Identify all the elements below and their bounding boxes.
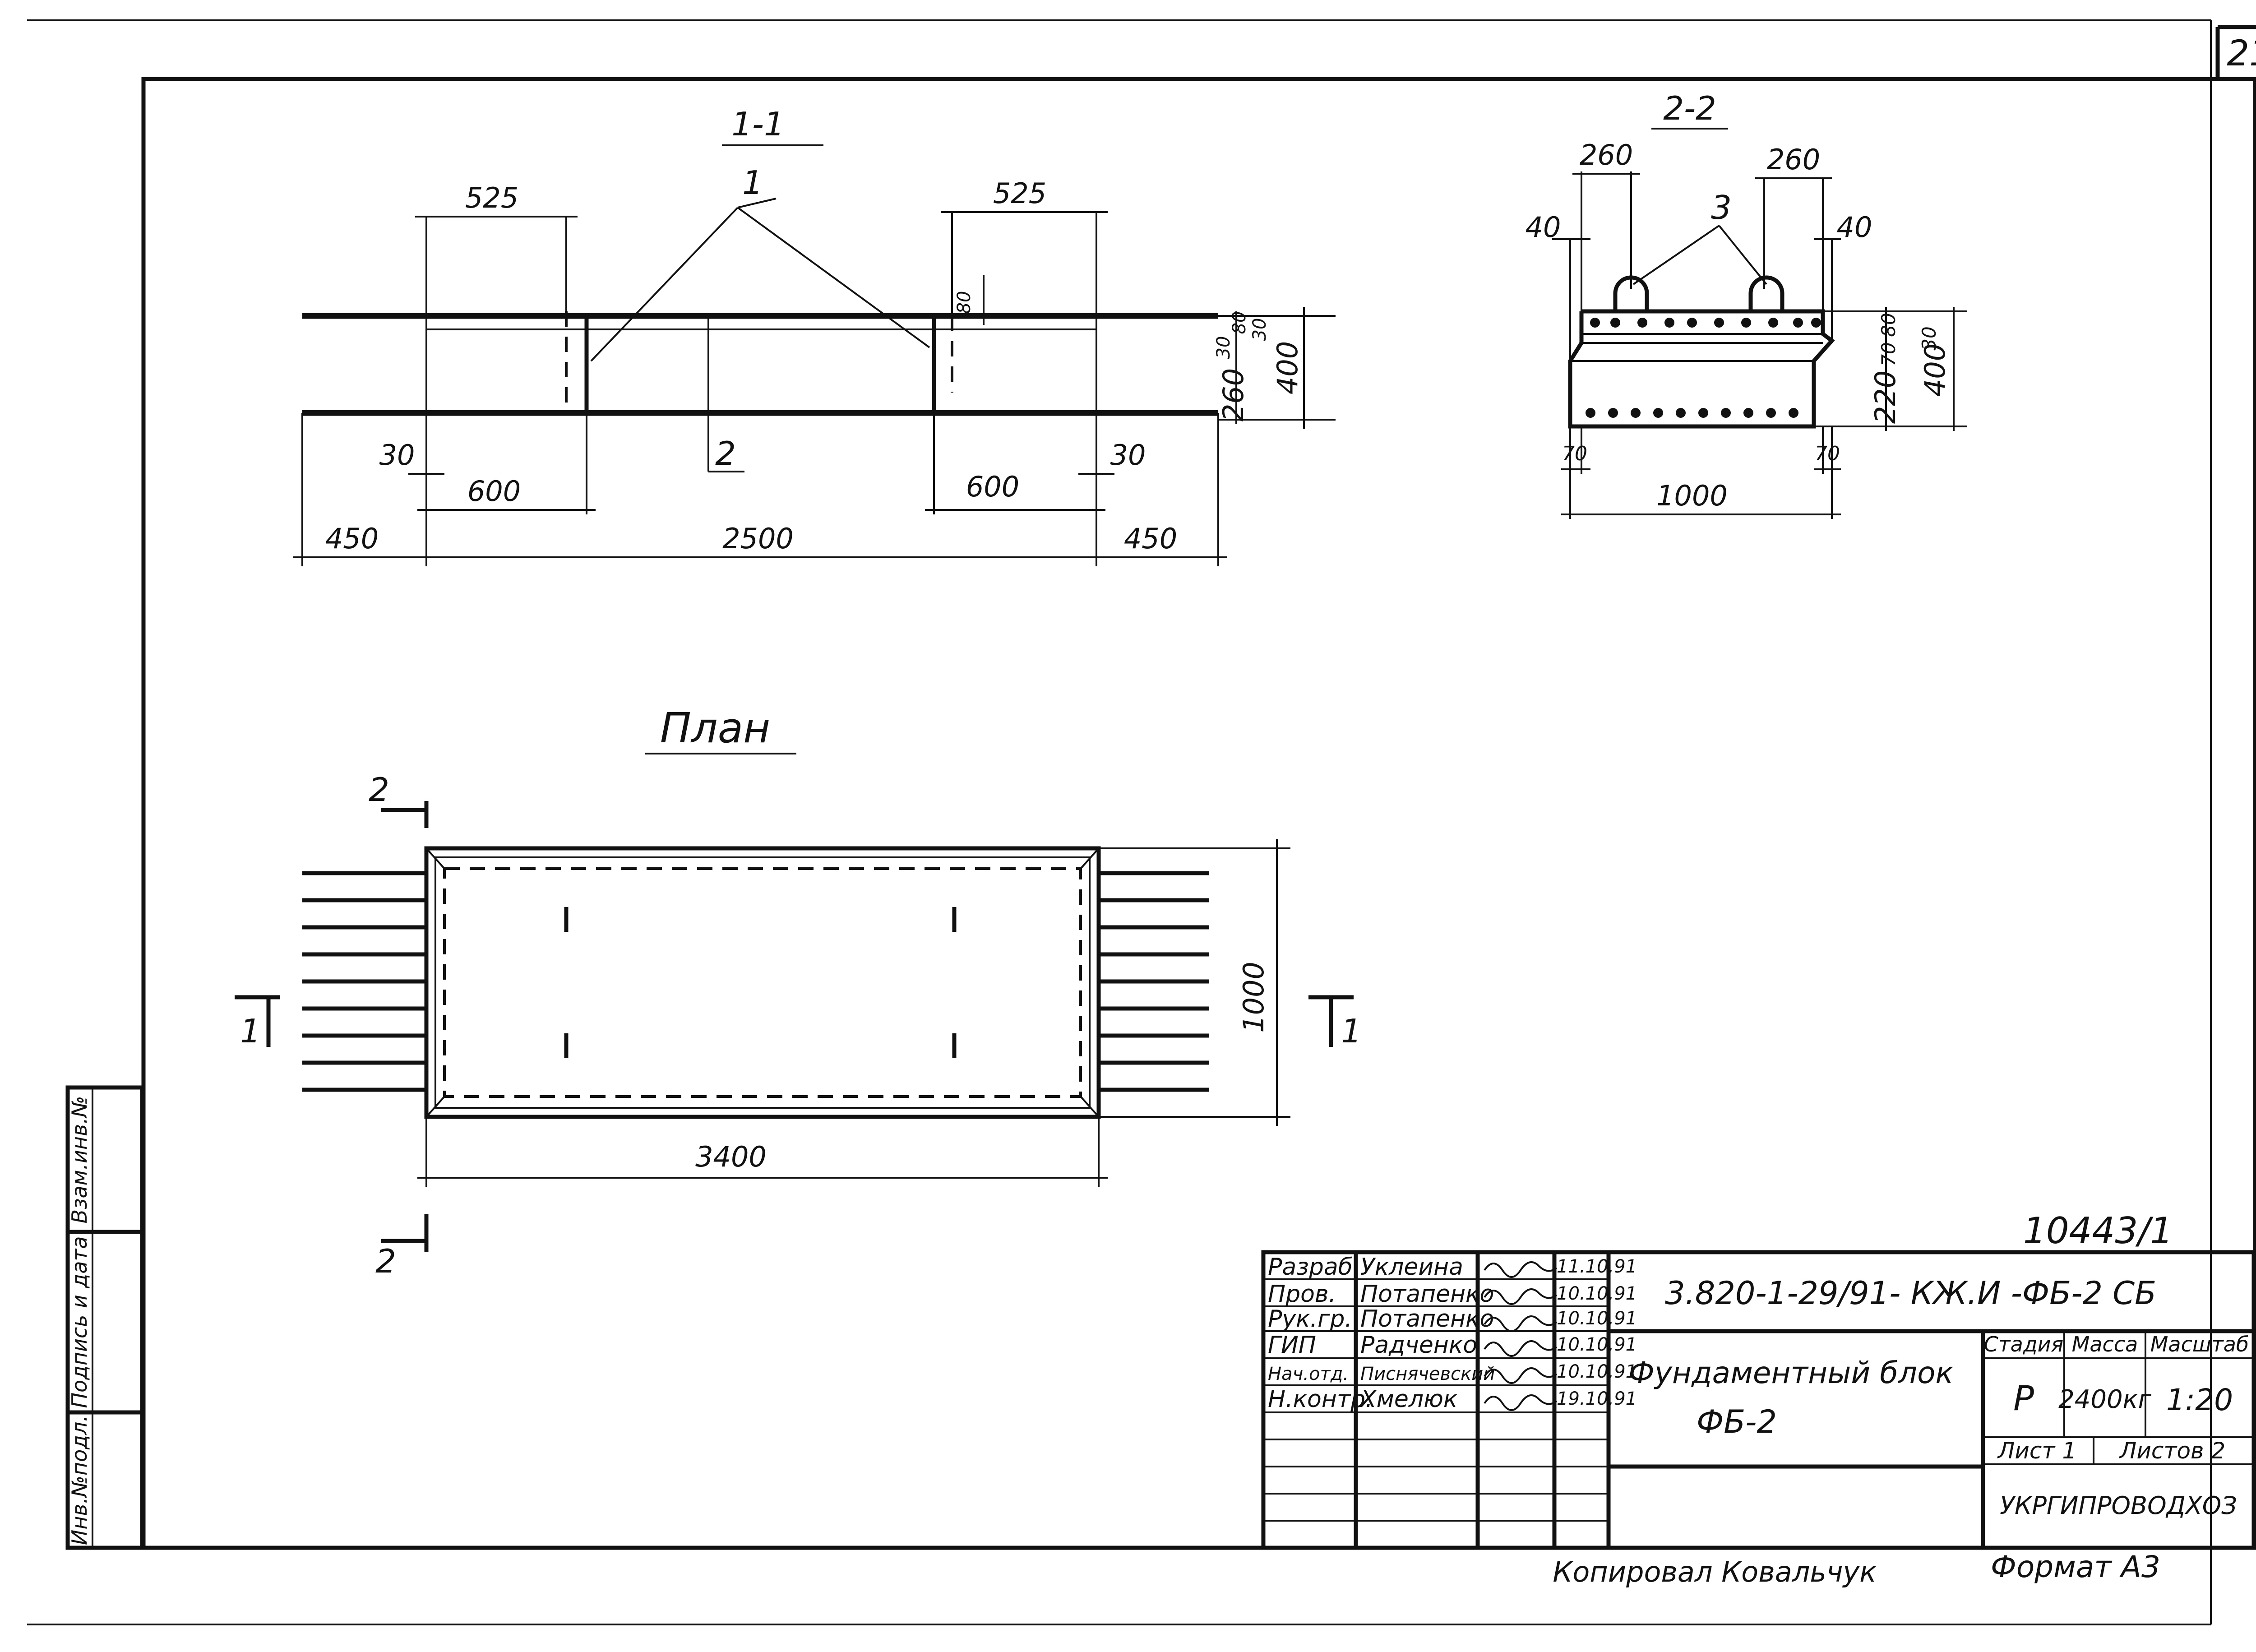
rebar-ends-left [302,871,426,1092]
dim-30-small: 30 [1249,318,1270,341]
plan-title: План [660,704,771,752]
row-role: Пров. [1268,1281,1336,1308]
scale-label: Масштаб [2150,1332,2249,1356]
section-2-title: 2-2 [1663,89,1716,127]
section-1-title: 1-1 [731,105,785,143]
dim-450-left: 450 [325,522,379,555]
dim-525-right: 525 [993,177,1046,210]
cut-1-right: 1 [1341,1012,1362,1050]
dim-400: 400 [1271,341,1304,394]
row-date: 11.10.91 [1557,1256,1637,1277]
row-role: Нач.отд. [1268,1364,1349,1384]
dim-30-right: 30 [1110,439,1146,472]
row-name: Потапенко [1360,1305,1494,1333]
title-block: 10443/1 [1261,1210,2256,1550]
row-date: 10.10.91 [1557,1334,1637,1355]
section-1-1: 1-1 1 2 525 525 30 30 [293,105,1336,566]
sheet-frame [27,19,2256,1625]
stamp-sign-label: Подпись и дата [67,1236,92,1408]
dim-40-left: 40 [1526,211,1561,244]
dim-30-left: 30 [379,439,415,472]
rebar-ends-right [1099,871,1209,1092]
dim-220: 220 [1869,370,1902,424]
row-date: 10.10.91 [1557,1283,1637,1304]
rebar-bottom [1586,408,1798,418]
dim-600-left: 600 [467,475,521,508]
row-date: 19.10.91 [1557,1388,1637,1409]
stamp-replace-label: Взам.инв.№ [67,1096,92,1223]
row-name: Писнячевский [1360,1364,1495,1384]
cut-2-bottom: 2 [375,1242,396,1280]
cut-2-top: 2 [369,771,389,809]
dim-525-left: 525 [465,181,518,214]
product-name-line2: ФБ-2 [1697,1403,1777,1440]
copied-by: Копировал Ковальчук [1553,1555,1877,1588]
paper-format: Формат А3 [1991,1550,2160,1584]
dim-40-right: 40 [1837,211,1872,244]
stage-value: Р [2013,1378,2034,1418]
stage-label: Стадия [1984,1332,2063,1356]
dim-260-left: 260 [1580,139,1633,171]
signature-rows: Разраб. Уклеина 11.10.91 Пров. Потапенко… [1268,1254,1637,1413]
mass-label: Масса [2072,1332,2138,1356]
sheet-number: 21 [2227,33,2256,74]
dim-30-80: 30 [1213,336,1234,359]
callout-3: 3 [1711,189,1732,227]
dim-70-right: 70 [1815,442,1840,465]
dim-2500: 2500 [722,522,794,555]
organization: УКРГИПРОВОДХОЗ [2000,1491,2237,1520]
left-stamp: Инв.№подл. Подпись и дата Взам.инв.№ [65,1085,144,1550]
dim-30: 30 [1918,326,1940,350]
scale-value: 1:20 [2166,1383,2233,1417]
dim-70-left: 70 [1562,442,1587,465]
dim-80-small: 80 [1229,311,1250,334]
row-role: ГИП [1268,1332,1316,1359]
cut-1-left: 1 [240,1012,261,1050]
stamp-inv-label: Инв.№подл. [67,1415,92,1545]
dim-400-v: 400 [1919,343,1951,397]
row-date: 10.10.91 [1557,1308,1637,1329]
dim-260-right: 260 [1767,143,1820,176]
dim-70-v: 70 [1877,342,1900,366]
row-name: Хмелюк [1359,1386,1458,1413]
signatures [1484,1261,1558,1411]
dim-3400: 3400 [695,1140,767,1173]
row-role: Разраб. [1268,1254,1360,1281]
dim-1000-plan: 1000 [1237,962,1270,1033]
row-role: Рук.гр. [1268,1305,1352,1333]
archive-number: 10443/1 [2023,1210,2173,1252]
designation: 3.820-1-29/91- КЖ.И -ФБ-2 СБ [1665,1275,2156,1312]
mass-value: 2400кг [2058,1385,2151,1414]
section-2-2: 2-2 3 260 [1526,89,1967,519]
dim-1000-section: 1000 [1656,479,1728,512]
dim-450-right: 450 [1124,522,1177,555]
row-role: Н.контр. [1268,1386,1373,1413]
row-date: 10.10.91 [1557,1361,1637,1382]
row-name: Радченко [1360,1332,1477,1359]
plan-view: План [235,704,1362,1280]
row-name: Уклеина [1360,1254,1463,1281]
callout-2: 2 [715,435,736,472]
sheet-label: Лист 1 [1997,1438,2076,1464]
product-name-line1: Фундаментный блок [1629,1356,1953,1390]
dim-80: 80 [1877,313,1900,337]
row-name: Потапенко [1360,1281,1494,1308]
callout-1: 1 [742,164,763,202]
rebar-top [1590,318,1821,328]
dim-600-right: 600 [966,470,1019,503]
sheets-label: Листов 2 [2119,1438,2225,1464]
dim-260: 260 [1217,368,1250,421]
dim-80-top: 80 [954,291,975,314]
